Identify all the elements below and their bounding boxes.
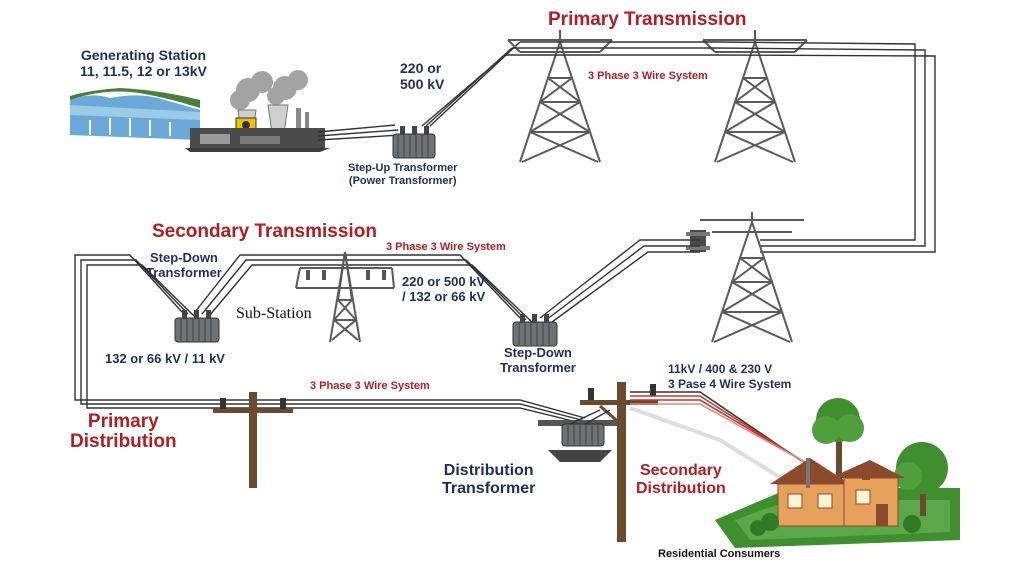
insulator-icon [686, 230, 710, 252]
primary-distribution-title: Primary Distribution [70, 411, 177, 452]
left-step-down-voltage-label: 132 or 66 kV / 11 kV [105, 351, 225, 366]
stepup-to-tower-lines [421, 41, 521, 127]
primary-transmission-title: Primary Transmission [548, 9, 747, 30]
distribution-pole-2 [580, 382, 658, 542]
transmission-tower-2 [702, 30, 808, 163]
residential-house-illustration [715, 398, 960, 548]
secondary-distribution-voltage-label: 11kV / 400 & 230 V 3 Pase 4 Wire System [668, 362, 792, 391]
secondary-transmission-title: Secondary Transmission [152, 221, 377, 242]
substation-voltage-label: 220 or 500 kV / 132 or 66 kV [402, 274, 486, 304]
substation-insulators [306, 270, 386, 280]
residential-consumers-label: Residential Consumers [658, 548, 781, 560]
secondary-distribution-title: Secondary Distribution [636, 462, 726, 498]
substation-tower [295, 251, 395, 343]
primary-distribution-lines [215, 399, 586, 425]
step-up-transformer-icon [392, 126, 436, 159]
generating-station-illustration [70, 70, 330, 152]
primary-distribution-wire-system: 3 Phase 3 Wire System [310, 380, 430, 392]
right-step-down-transformer-icon [512, 314, 558, 347]
tower3-to-stepdown-lines [539, 239, 700, 323]
generating-station-label: Generating Station 11, 11.5, 12 or 13kV [80, 47, 207, 80]
distribution-transformer-icon [538, 409, 618, 462]
transmission-tower-1 [507, 30, 613, 163]
transmission-tower-3 [700, 212, 804, 343]
primary-transmission-wire-system: 3 Phase 3 Wire System [588, 70, 708, 82]
secondary-transmission-wire-system: 3 Phase 3 Wire System [386, 241, 506, 253]
left-step-down-label: Step-Down Transformer [146, 250, 222, 280]
distribution-transformer-title: Distribution Transformer [442, 462, 536, 498]
distribution-pole-1 [213, 392, 293, 488]
station-to-stepup-lines [317, 124, 402, 141]
left-step-down-transformer-icon [174, 310, 220, 343]
right-step-down-label: Step-Down Transformer [500, 345, 576, 375]
step-up-transformer-label: Step-Up Transformer (Power Transformer) [348, 162, 458, 187]
service-drop-lines [629, 391, 813, 492]
primary-transmission-lines [505, 41, 936, 253]
step-up-voltage-label: 220 or 500 kV [400, 60, 445, 93]
secondary-transmission-lines [74, 254, 533, 409]
sub-station-label: Sub-Station [236, 305, 312, 322]
